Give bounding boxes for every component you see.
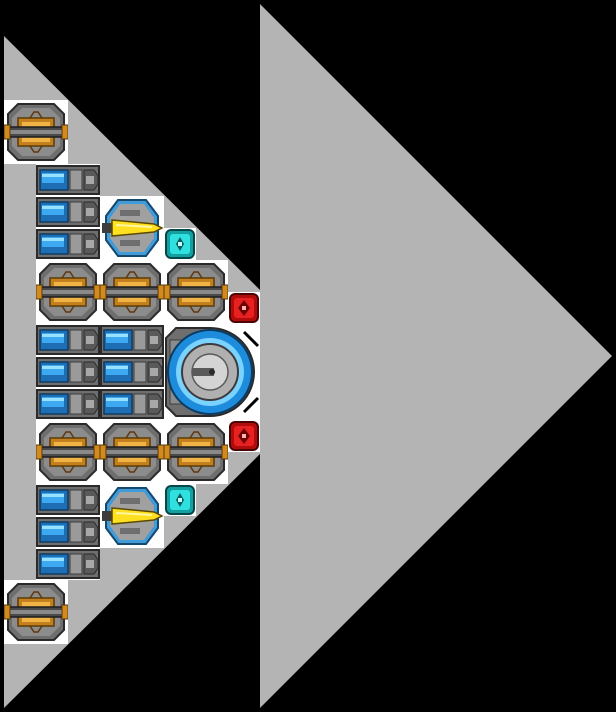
gun-turret-icon[interactable] — [4, 100, 68, 164]
laser-turret-icon[interactable] — [100, 196, 164, 260]
battery-stack-icon[interactable] — [36, 484, 100, 580]
gun-turret-icon[interactable] — [36, 260, 100, 324]
gun-turret-icon[interactable] — [100, 260, 164, 324]
red-module-icon[interactable] — [228, 420, 260, 452]
hull-right-triangle[interactable] — [260, 4, 612, 708]
battery-stack-icon[interactable] — [100, 324, 164, 420]
red-module-icon[interactable] — [228, 292, 260, 324]
gun-turret-icon[interactable] — [36, 420, 100, 484]
cyan-sensor-icon[interactable] — [164, 228, 196, 260]
gun-turret-icon[interactable] — [164, 260, 228, 324]
cyan-sensor-icon[interactable] — [164, 484, 196, 516]
core-dome-icon[interactable] — [164, 324, 260, 420]
battery-stack-icon[interactable] — [36, 324, 100, 420]
gun-turret-icon[interactable] — [100, 420, 164, 484]
gun-turret-icon[interactable] — [4, 580, 68, 644]
gun-turret-icon[interactable] — [164, 420, 228, 484]
laser-turret-icon[interactable] — [100, 484, 164, 548]
battery-stack-icon[interactable] — [36, 164, 100, 260]
